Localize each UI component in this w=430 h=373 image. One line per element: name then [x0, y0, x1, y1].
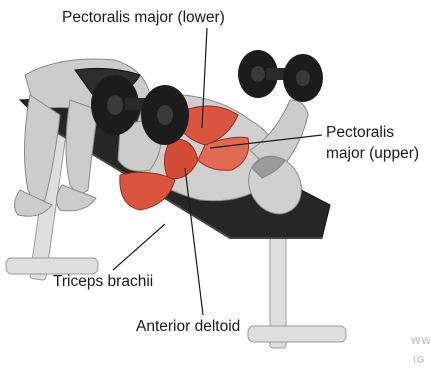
- label-anterior-deltoid: Anterior deltoid: [136, 318, 240, 336]
- triceps-brachii-muscle: [120, 172, 175, 210]
- watermark-line2: IG: [413, 355, 426, 366]
- label-triceps-brachii: Triceps brachii: [53, 273, 153, 291]
- watermark-line1: WW: [411, 336, 430, 347]
- label-pec-major-upper-line1: Pectoralis: [326, 124, 394, 142]
- leader-triceps: [113, 224, 165, 270]
- label-pec-major-upper-line2: major (upper): [326, 145, 419, 163]
- label-pec-major-lower: Pectoralis major (lower): [62, 9, 225, 27]
- right-dumbbell: [238, 50, 323, 102]
